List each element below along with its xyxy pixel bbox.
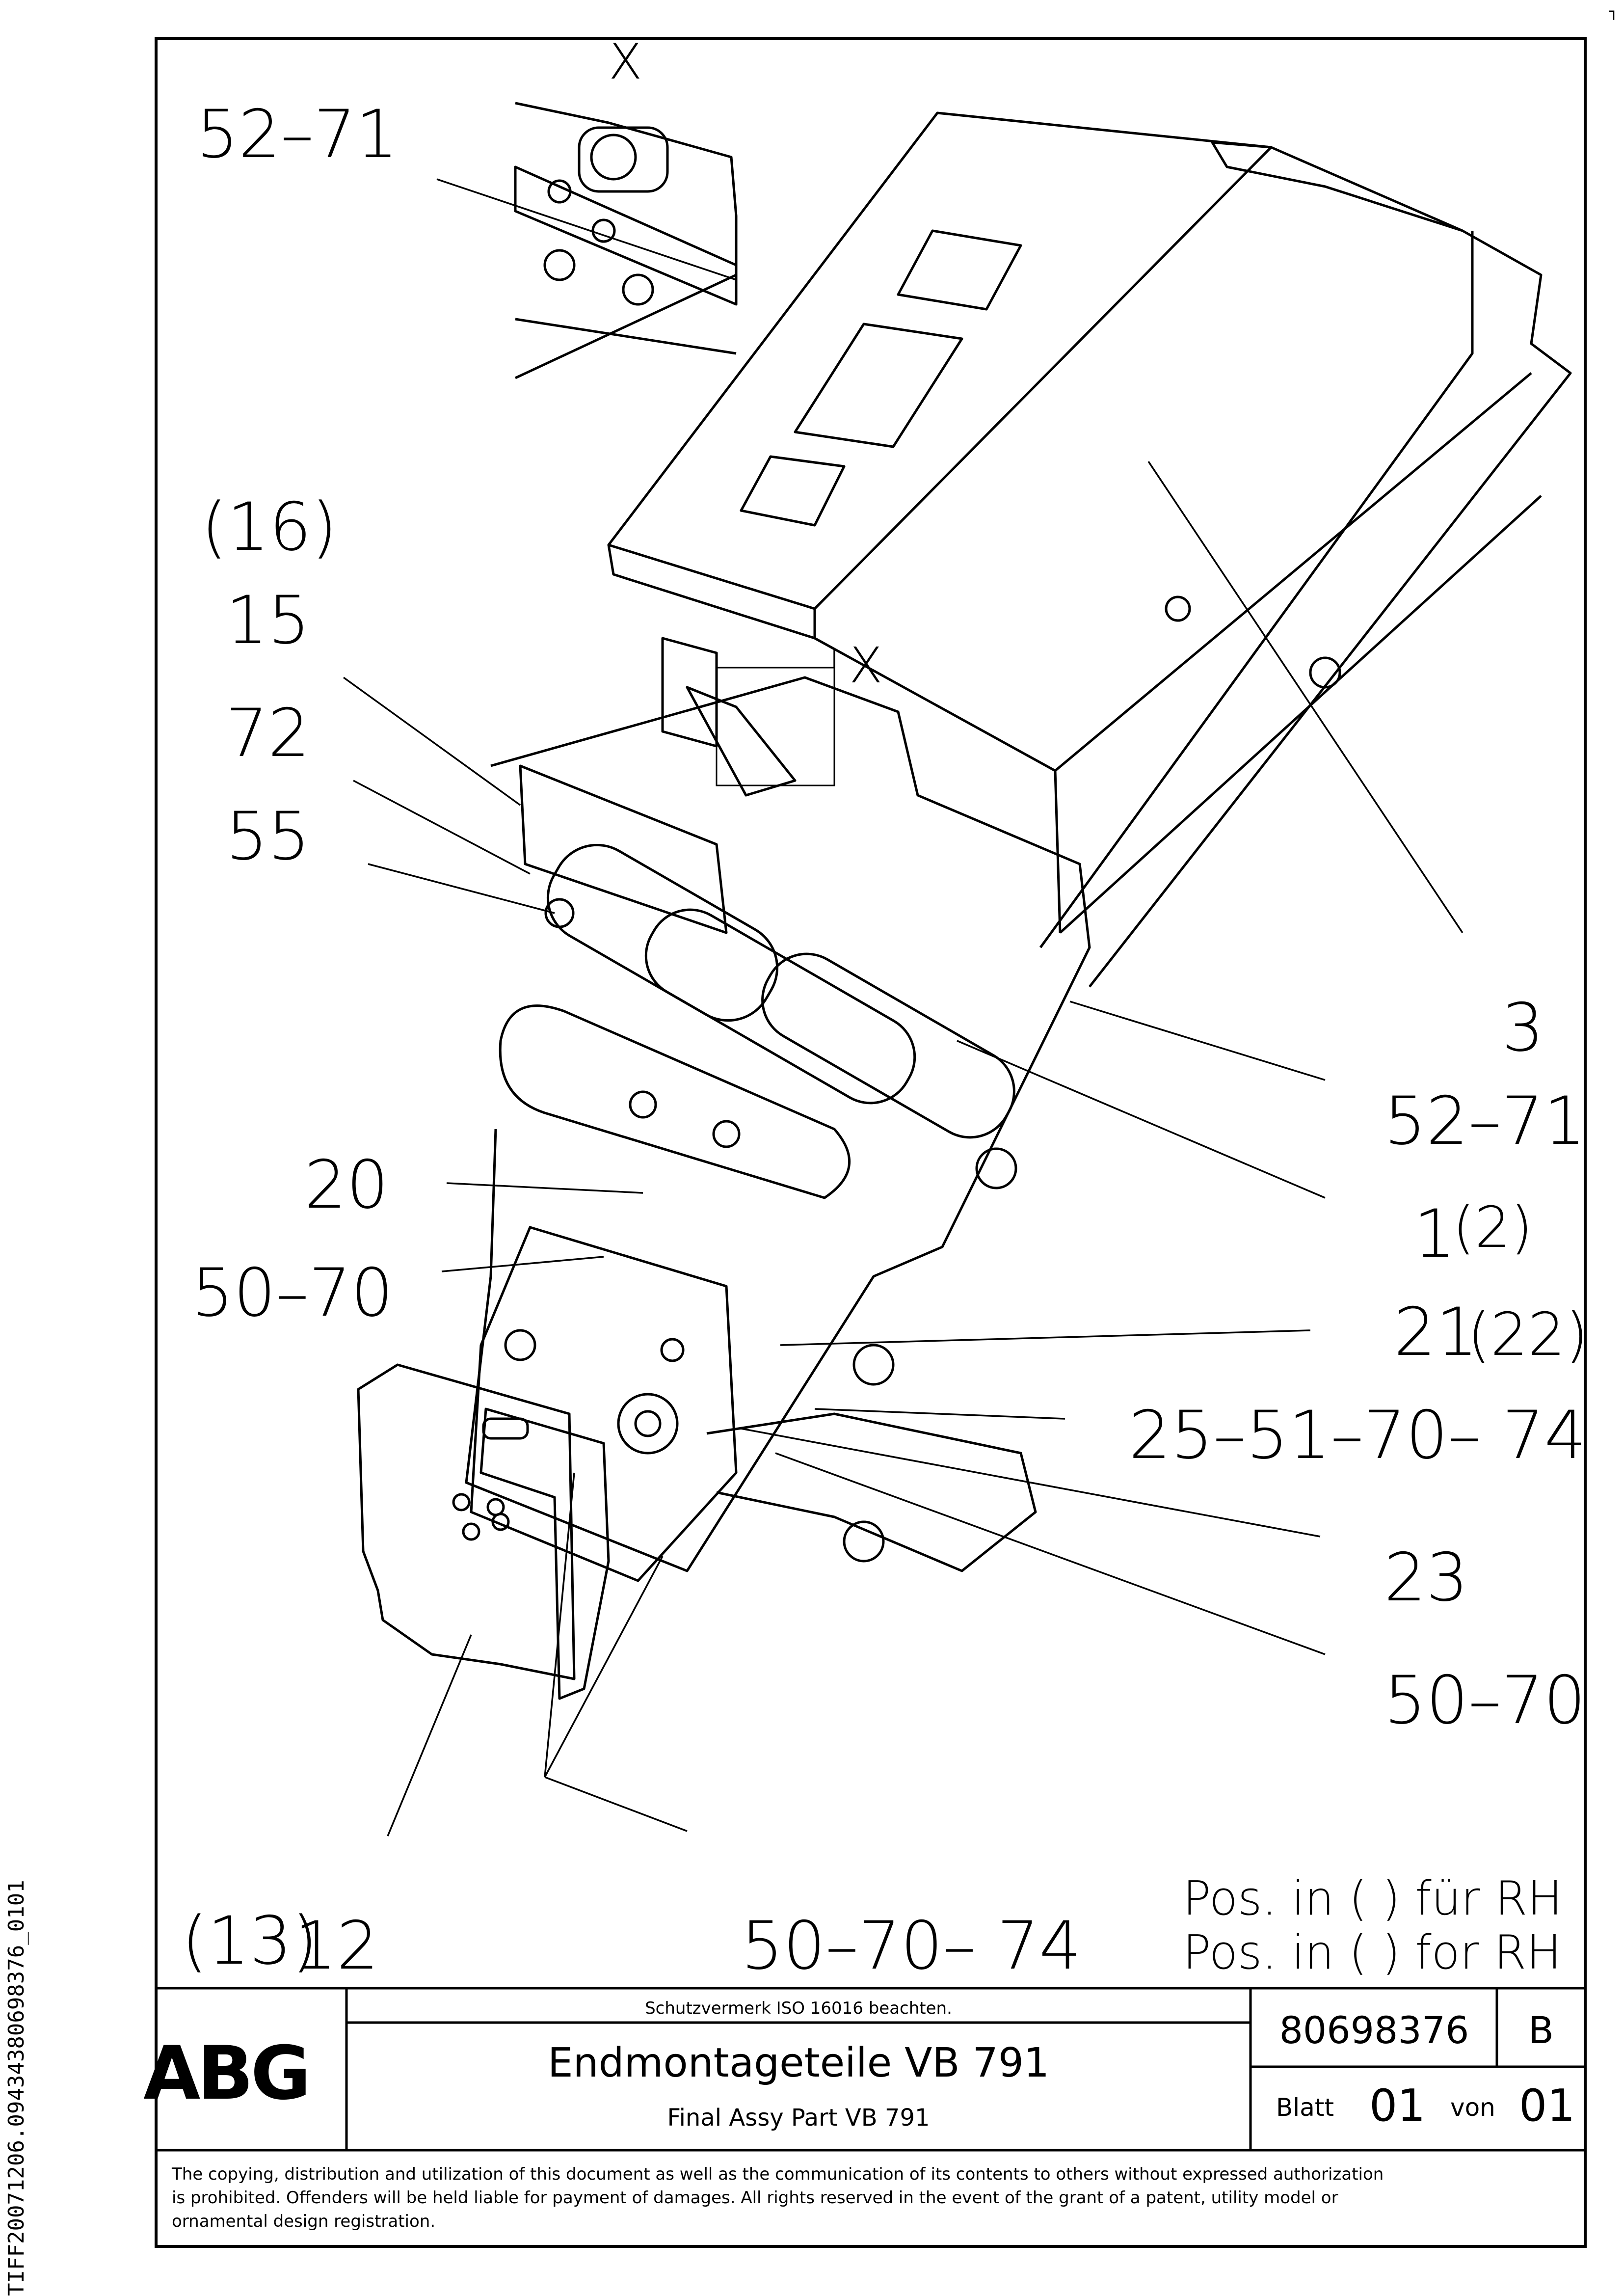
callouts: X X 52–71 (16) 15 72 55 3 52–71 1 (2) 20… xyxy=(182,33,1588,1984)
detail-view-x xyxy=(514,102,738,379)
copyright-line-2: is prohibited. Offenders will be held li… xyxy=(172,2188,1338,2208)
callout-15: 15 xyxy=(226,582,310,659)
revision: B xyxy=(1528,2008,1554,2052)
leader-lines xyxy=(343,178,1463,1837)
of-label: von xyxy=(1450,2093,1495,2122)
title-block xyxy=(156,1987,1585,2152)
callout-3: 3 xyxy=(1502,989,1544,1066)
title-english: Final Assy Part VB 791 xyxy=(667,2104,930,2132)
frame-and-rollers xyxy=(465,637,1091,1572)
copyright-line-3: ornamental design registration. xyxy=(172,2212,435,2231)
corner-mark: ┐ xyxy=(1609,3,1618,20)
sheet-number: 01 xyxy=(1369,2080,1426,2132)
assembly-illustration xyxy=(357,102,1572,1700)
drawing-number: 80698376 xyxy=(1279,2008,1469,2052)
note-position-en: Pos. in ( ) for RH xyxy=(1183,1926,1562,1980)
callout-72: 72 xyxy=(226,695,310,772)
top-cover xyxy=(607,111,1273,640)
callout-12: 12 xyxy=(294,1907,379,1984)
view-marker-x-top: X xyxy=(609,33,642,90)
callout-50-70-74: 50–70– 74 xyxy=(741,1907,1081,1984)
callout-21: 21 xyxy=(1394,1294,1478,1371)
callout-55: 55 xyxy=(226,798,310,875)
view-marker-x-detail: X xyxy=(849,637,883,694)
callout-22: (22) xyxy=(1467,1301,1588,1369)
lower-mechanism xyxy=(470,1147,1037,1582)
copyright-line-1: The copying, distribution and utilizatio… xyxy=(171,2164,1384,2184)
callout-52-71-top: 52–71 xyxy=(196,96,398,173)
sheet-label: Blatt xyxy=(1276,2093,1334,2122)
callout-2: (2) xyxy=(1453,1195,1533,1261)
callout-1: 1 xyxy=(1413,1195,1456,1272)
callout-52-71-right: 52–71 xyxy=(1384,1082,1586,1160)
housing xyxy=(814,141,1572,988)
callout-23: 23 xyxy=(1384,1539,1468,1616)
note-position-de: Pos. in ( ) für RH xyxy=(1183,1872,1563,1926)
abg-logo: ABG xyxy=(143,2031,308,2116)
drawing-frame xyxy=(155,37,1587,2248)
callout-50-70-left: 50–70 xyxy=(191,1254,393,1331)
protection-note: Schutzvermerk ISO 16016 beachten. xyxy=(645,1999,952,2018)
callout-20: 20 xyxy=(304,1146,389,1223)
callout-16: (16) xyxy=(201,488,337,566)
title-german: Endmontageteile VB 791 xyxy=(548,2040,1049,2086)
end-plate xyxy=(357,1363,610,1700)
callout-13: (13) xyxy=(182,1902,318,1979)
sheet-total: 01 xyxy=(1519,2080,1575,2132)
callout-25-51-70-74: 25–51–70– 74 xyxy=(1129,1397,1587,1474)
callout-50-70-right: 50–70 xyxy=(1384,1662,1586,1739)
